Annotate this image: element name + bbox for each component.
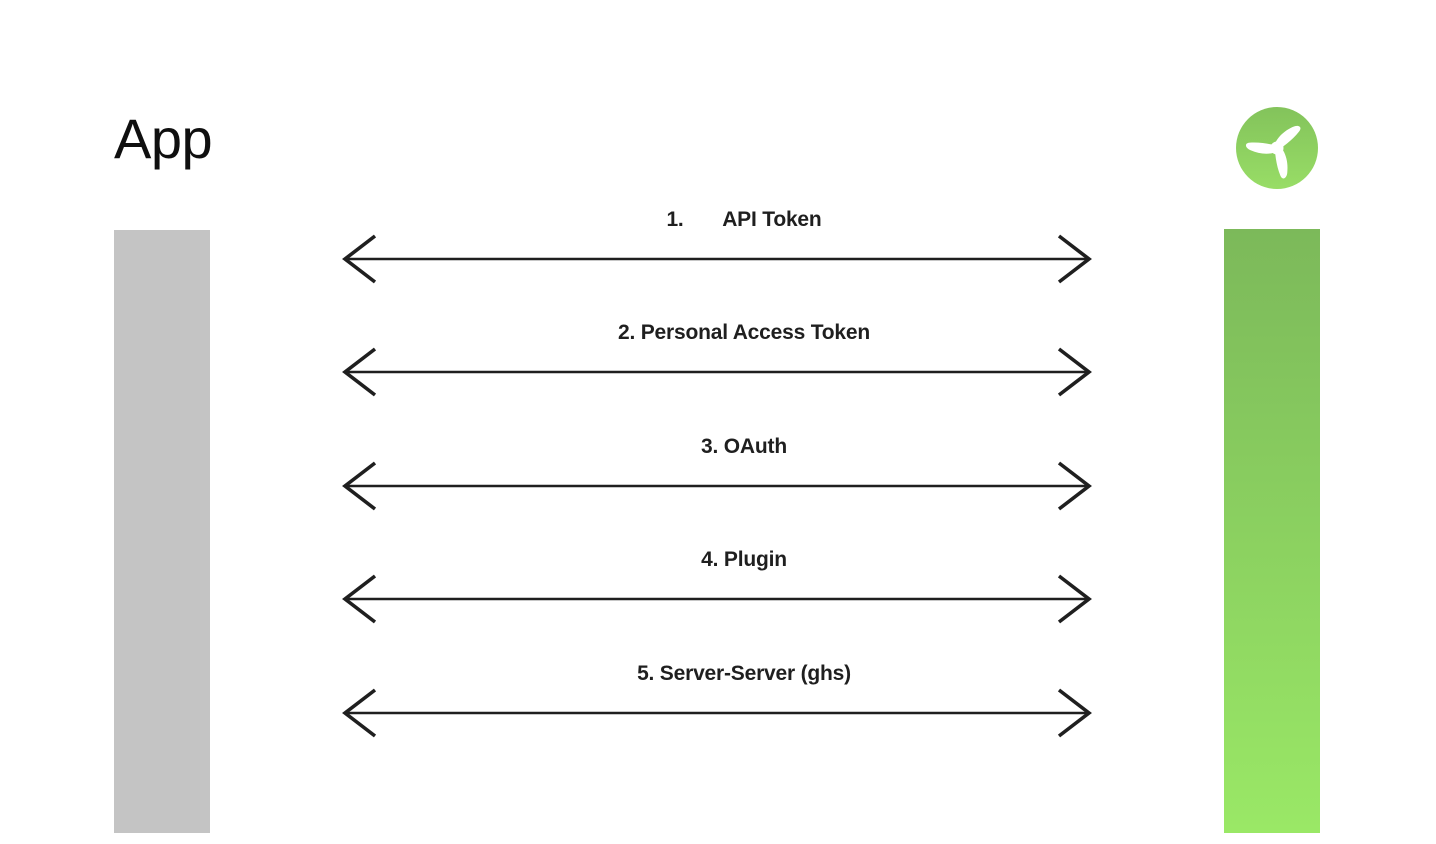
logo-blades	[1245, 125, 1301, 179]
connection-row: 2. Personal Access Token	[338, 319, 1096, 403]
connection-row: 5. Server-Server (ghs)	[338, 660, 1096, 744]
double-arrow-icon	[342, 574, 1092, 624]
connection-row: 1. API Token	[338, 206, 1096, 290]
double-arrow-icon	[342, 347, 1092, 397]
double-arrow-icon	[342, 688, 1092, 738]
propeller-icon	[1236, 107, 1318, 189]
double-arrow-icon	[342, 461, 1092, 511]
connection-row: 3. OAuth	[338, 433, 1096, 517]
right-actor-bar	[1224, 229, 1320, 833]
connection-label: 3. OAuth	[701, 435, 787, 458]
left-actor-bar	[114, 230, 210, 833]
connection-label: 4. Plugin	[701, 548, 787, 571]
double-arrow-icon	[342, 234, 1092, 284]
connection-row: 4. Plugin	[338, 546, 1096, 630]
connection-label: 1. API Token	[666, 208, 822, 231]
connection-label: 5. Server-Server (ghs)	[637, 662, 851, 685]
connection-label: 2. Personal Access Token	[618, 321, 870, 344]
page-title: App	[114, 107, 213, 170]
